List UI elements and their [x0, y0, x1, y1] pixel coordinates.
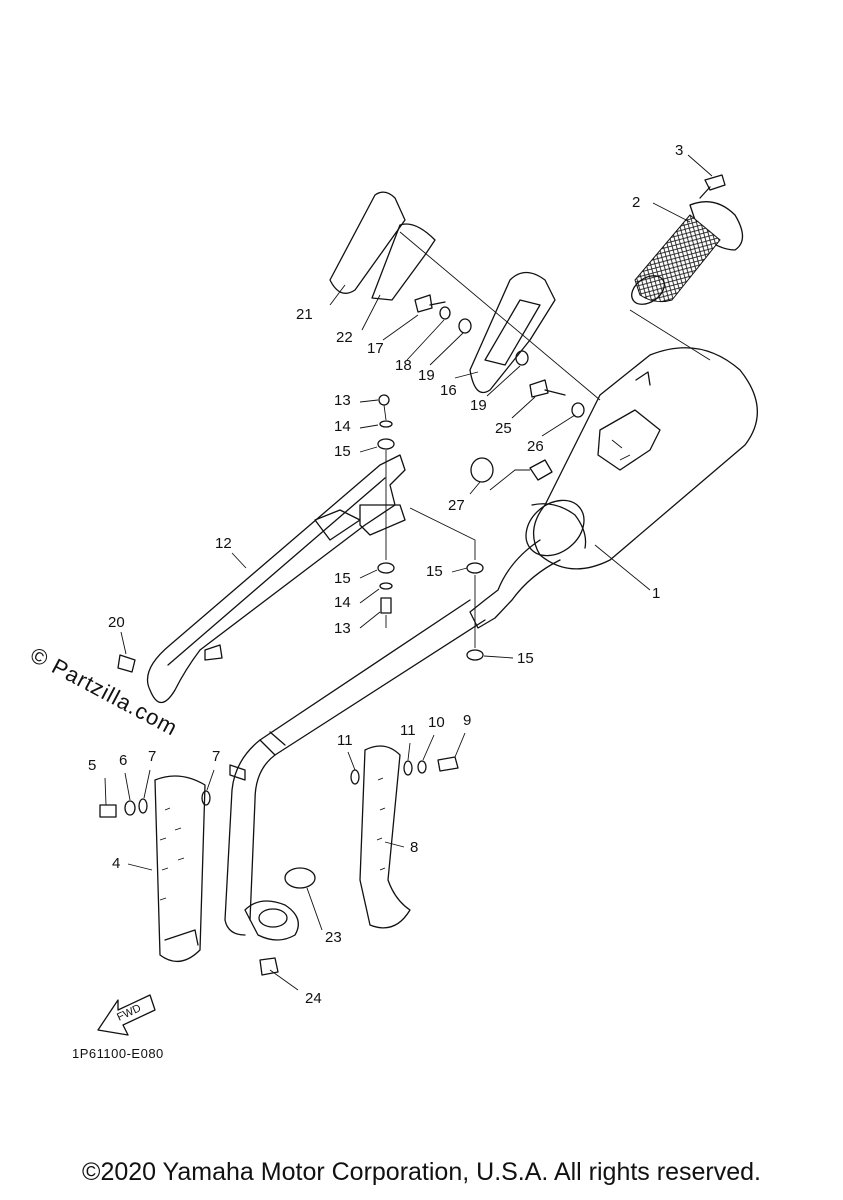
hardware — [99, 394, 494, 976]
fwd-label: FWD — [115, 1002, 143, 1023]
upper-guard — [329, 191, 711, 418]
callouts: 1 2 3 4 5 6 7 7 8 9 10 11 11 12 13 13 14… — [88, 142, 683, 1007]
leader-lines — [104, 284, 576, 991]
callout-9: 9 — [463, 712, 471, 729]
washer-26 — [571, 402, 585, 418]
callout-19b: 19 — [470, 397, 487, 414]
grommet-15c — [466, 562, 484, 574]
callout-5: 5 — [88, 757, 96, 774]
washer-11b — [403, 760, 413, 776]
callout-27: 27 — [448, 497, 465, 514]
washer-10 — [417, 760, 427, 774]
bolt-9 — [437, 756, 459, 772]
plate-21 — [329, 191, 406, 294]
callout-15a: 15 — [334, 443, 351, 460]
bolt-3 — [687, 154, 726, 199]
bolt-13b — [380, 597, 392, 614]
callout-24: 24 — [305, 990, 322, 1007]
callout-14b: 14 — [334, 594, 351, 611]
callout-22: 22 — [336, 329, 353, 346]
callout-7b: 7 — [212, 748, 220, 765]
bolt-17 — [414, 294, 446, 313]
callout-10: 10 — [428, 714, 445, 731]
callout-3: 3 — [675, 142, 683, 159]
spark-arrester — [631, 201, 744, 305]
callout-2: 2 — [632, 194, 640, 211]
callout-13a: 13 — [334, 392, 351, 409]
washer-11a — [350, 769, 360, 785]
callout-1: 1 — [652, 585, 660, 602]
bracket-12 — [146, 454, 406, 704]
callout-20: 20 — [108, 614, 125, 631]
copyright-footer: ©2020 Yamaha Motor Corporation, U.S.A. A… — [82, 1158, 761, 1186]
grommet-15a — [377, 438, 395, 450]
callout-7a: 7 — [148, 748, 156, 765]
bolt-25 — [529, 379, 566, 398]
cap-27 — [470, 457, 494, 483]
callout-12: 12 — [215, 535, 232, 552]
washer-14a — [379, 420, 393, 428]
washer-14b — [379, 582, 393, 590]
callout-11b: 11 — [400, 722, 416, 739]
bolt-5 — [99, 804, 117, 818]
callout-15b: 15 — [334, 570, 351, 587]
bolt-20 — [117, 654, 136, 673]
protector-4 — [127, 775, 206, 962]
callout-25: 25 — [495, 420, 512, 437]
grommet-15d — [466, 649, 484, 661]
callout-21: 21 — [296, 306, 313, 323]
callout-14a: 14 — [334, 418, 351, 435]
callout-17: 17 — [367, 340, 384, 357]
bolt-13a — [378, 394, 390, 406]
washer-19b — [515, 350, 529, 366]
washer-7a — [138, 798, 148, 814]
callout-19a: 19 — [418, 367, 435, 384]
muffler — [469, 347, 758, 629]
callout-4: 4 — [112, 855, 120, 872]
fwd-arrow-icon: FWD — [97, 994, 156, 1036]
diagram-code: 1P61100-E080 — [72, 1046, 164, 1061]
nut-24 — [259, 957, 279, 976]
callout-6: 6 — [119, 752, 127, 769]
gasket-23 — [284, 867, 316, 889]
callout-8: 8 — [410, 839, 418, 856]
grommet-15b — [377, 562, 395, 574]
washer-18 — [439, 306, 451, 320]
washer-6 — [124, 800, 136, 816]
washer-19a — [458, 318, 472, 334]
callout-11a: 11 — [337, 732, 353, 749]
callout-23: 23 — [325, 929, 342, 946]
callout-18: 18 — [395, 357, 412, 374]
callout-13b: 13 — [334, 620, 351, 637]
exhaust-pipe — [224, 599, 486, 941]
callout-15d: 15 — [517, 650, 534, 667]
plate-22 — [371, 223, 436, 301]
callout-15c: 15 — [426, 563, 443, 580]
callout-16: 16 — [440, 382, 457, 399]
washer-7b — [201, 790, 211, 806]
callout-26: 26 — [527, 438, 544, 455]
protector-8 — [359, 745, 411, 929]
